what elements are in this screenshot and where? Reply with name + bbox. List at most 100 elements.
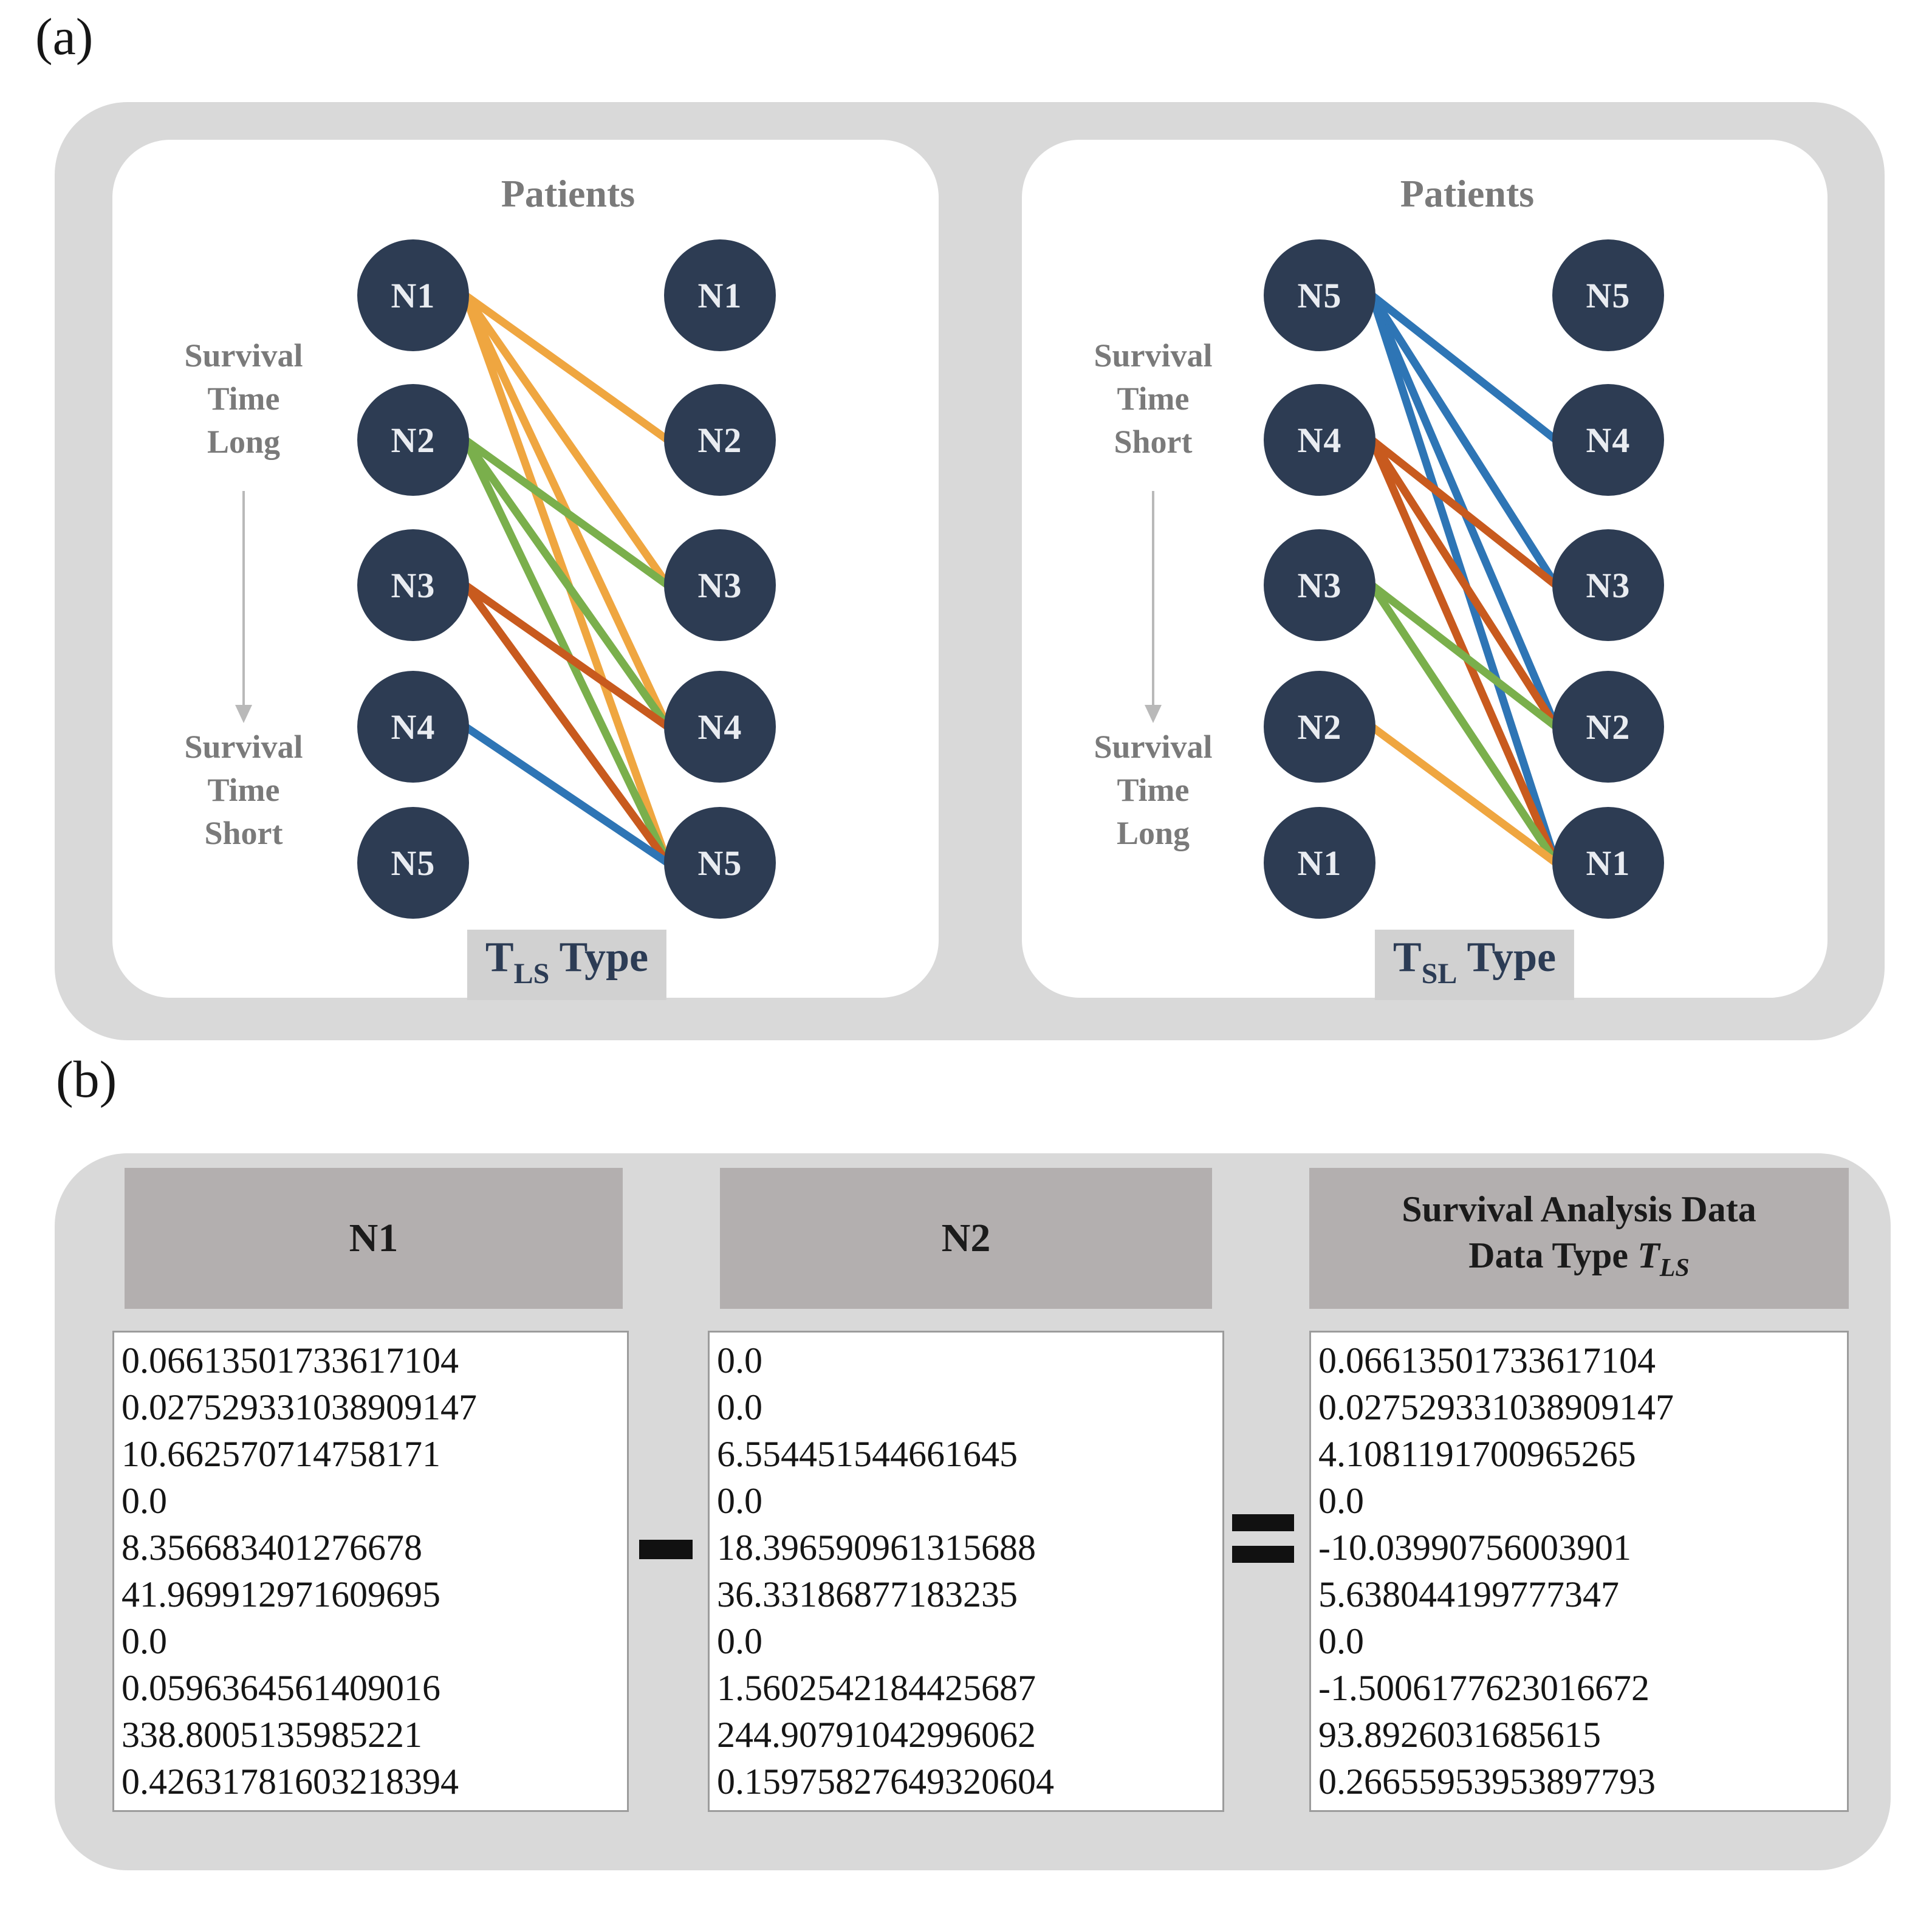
value-line: 8.356683401276678 (122, 1528, 422, 1568)
edge-n4-to-n5 (461, 722, 672, 867)
value-line: 10.662570714758171 (122, 1434, 440, 1474)
survival-label-line: Time (1117, 380, 1190, 417)
graph-node-left-n2: N2 (357, 384, 469, 496)
edge-n3-to-n2 (1368, 581, 1560, 731)
equals-operator (1232, 1514, 1294, 1577)
graph-node-left-n1: N1 (1264, 807, 1375, 919)
survival-label-line: Short (204, 815, 283, 851)
type-word: Type (549, 934, 649, 981)
graph-node-left-n4: N4 (1264, 384, 1375, 496)
values-n1: 0.06613501733617104 0.027529331038909147 1… (112, 1331, 629, 1812)
graph-node-left-n3: N3 (1264, 529, 1375, 641)
survival-label-line: Survival (184, 337, 303, 374)
type-label-tsl: TSL Type (1374, 930, 1575, 1000)
patients-title: Patients (501, 172, 635, 215)
graph-node-right-n4: N4 (664, 671, 776, 783)
value-line: 0.0 (1318, 1481, 1364, 1521)
time-direction-arrow (1143, 491, 1163, 732)
graph-node-right-n3: N3 (1552, 529, 1664, 641)
value-line: 338.8005135985221 (122, 1715, 422, 1755)
value-line: 244.90791042996062 (717, 1715, 1036, 1755)
edge-n2-to-n4 (461, 436, 672, 731)
graph-node-left-n1: N1 (357, 239, 469, 351)
value-line: 0.027529331038909147 (122, 1387, 477, 1427)
type-symbol: T (1392, 934, 1422, 981)
header-line-2-prefix: Data Type (1468, 1235, 1638, 1275)
type-label-tls: TLS Type (467, 930, 667, 1000)
graph-node-left-n5: N5 (357, 807, 469, 919)
survival-label-line: Long (1116, 815, 1190, 851)
header-type-symbol: T (1637, 1235, 1660, 1275)
time-direction-arrow (234, 491, 253, 732)
edge-n5-to-n3 (1368, 291, 1560, 589)
arrow-head-icon (235, 705, 252, 723)
value-line: 0.26655953953897793 (1318, 1762, 1656, 1802)
graph-node-right-n2: N2 (1552, 671, 1664, 783)
graph-node-left-n2: N2 (1264, 671, 1375, 783)
value-line: 0.42631781603218394 (122, 1762, 459, 1802)
value-line: -10.03990756003901 (1318, 1528, 1631, 1568)
survival-label-line: Time (207, 772, 280, 808)
value-line: 93.8926031685615 (1318, 1715, 1601, 1755)
header-text: N1 (349, 1216, 399, 1260)
survival-label-line: Long (207, 424, 281, 460)
equals-bar (1232, 1546, 1294, 1563)
graph-node-left-n5: N5 (1264, 239, 1375, 351)
edges-layer-tsl (1368, 291, 1560, 867)
type-word: Type (1457, 934, 1557, 981)
value-line: 0.06613501733617104 (122, 1340, 459, 1381)
edge-n2-to-n1 (1368, 722, 1560, 867)
value-line: 0.0 (122, 1481, 167, 1521)
header-type-subscript: LS (1659, 1254, 1690, 1282)
header-line-2: Data Type TLS (1468, 1232, 1689, 1291)
arrow-head-icon (1145, 705, 1162, 723)
value-line: 0.0 (717, 1340, 762, 1381)
value-line: 0.06613501733617104 (1318, 1340, 1656, 1381)
equals-bar (1232, 1514, 1294, 1531)
column-header-result: Survival Analysis Data Data Type TLS (1309, 1168, 1849, 1309)
edge-n1-to-n3 (461, 291, 672, 589)
value-line: 36.33186877183235 (717, 1574, 1018, 1614)
graph-node-right-n1: N1 (664, 239, 776, 351)
survival-label-line: Time (1117, 772, 1190, 808)
survival-label-line: Survival (1094, 337, 1213, 374)
type-subscript: SL (1421, 958, 1458, 990)
graph-node-left-n3: N3 (357, 529, 469, 641)
column-header-n2: N2 (720, 1168, 1212, 1309)
value-line: 18.396590961315688 (717, 1528, 1036, 1568)
edge-n2-to-n3 (461, 436, 672, 589)
subfigure-a-label: (a) (35, 7, 94, 66)
edge-n5-to-n4 (1368, 291, 1560, 444)
value-line: 5.638044199777347 (1318, 1574, 1619, 1614)
edge-n3-to-n5 (461, 581, 672, 867)
value-line: 0.0 (122, 1621, 167, 1661)
header-line-1: Survival Analysis Data (1402, 1189, 1756, 1229)
patients-title: Patients (1400, 172, 1535, 215)
edges-layer-tls (461, 291, 672, 867)
edge-n3-to-n1 (1368, 581, 1560, 867)
minus-operator (639, 1540, 693, 1559)
value-line: 0.0596364561409016 (122, 1668, 440, 1708)
graph-node-right-n3: N3 (664, 529, 776, 641)
graph-node-right-n5: N5 (1552, 239, 1664, 351)
panel-b-equation: N1 N2 Survival Analysis Data Data Type T… (55, 1153, 1891, 1870)
type-symbol: T (485, 934, 514, 981)
value-line: 0.0 (1318, 1621, 1364, 1661)
value-line: 0.0 (717, 1621, 762, 1661)
graph-node-right-n2: N2 (664, 384, 776, 496)
header-text: N2 (941, 1216, 991, 1260)
arrow-line (1152, 491, 1154, 707)
edge-n4-to-n2 (1368, 436, 1560, 731)
edge-n4-to-n3 (1368, 436, 1560, 589)
value-line: -1.5006177623016672 (1318, 1668, 1649, 1708)
